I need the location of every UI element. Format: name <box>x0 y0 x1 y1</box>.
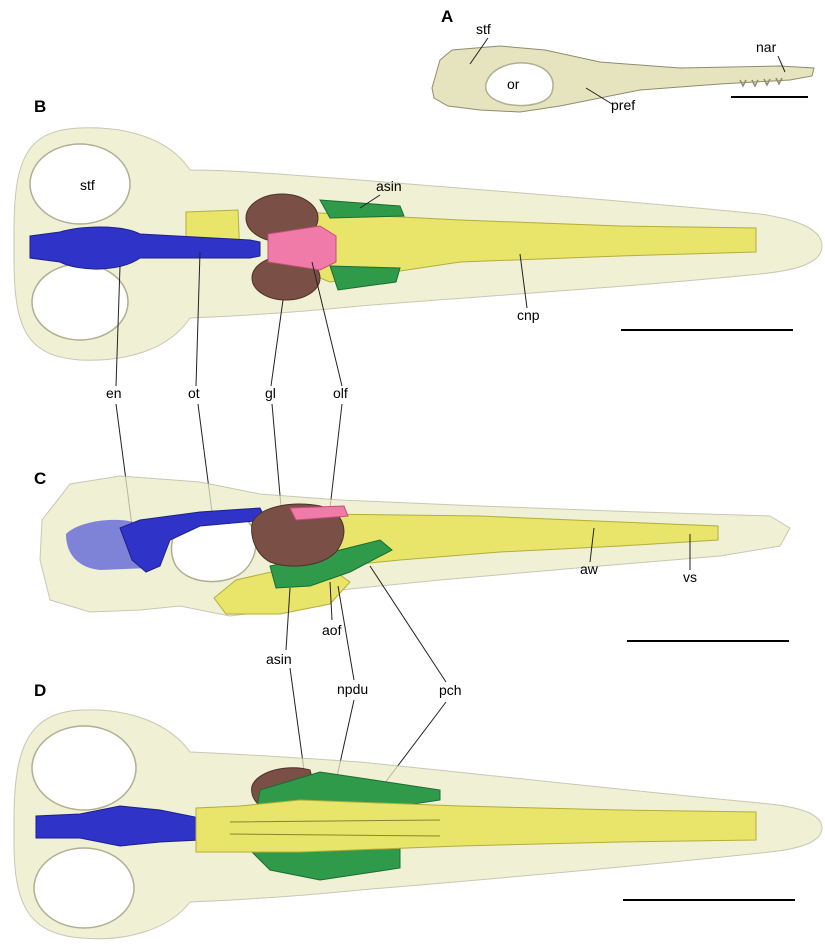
label-a-or: or <box>507 76 520 92</box>
panel-b: B stf asin cnp <box>14 97 822 360</box>
leader-olf-c <box>330 404 342 508</box>
label-a-stf: stf <box>476 21 491 37</box>
label-a-nar: nar <box>756 39 777 55</box>
label-olf: olf <box>333 385 348 401</box>
panel-d: D <box>14 681 822 939</box>
label-en: en <box>106 385 122 401</box>
panel-c-letter: C <box>34 469 46 488</box>
label-b-stf: stf <box>80 177 95 193</box>
label-b-asin: asin <box>376 178 402 194</box>
label-gl: gl <box>265 385 276 401</box>
label-c-aof: aof <box>322 622 342 638</box>
panel-a-letter: A <box>441 7 453 26</box>
panel-a: A stf or pref nar <box>432 7 814 113</box>
label-ot: ot <box>188 385 200 401</box>
label-a-pref: pref <box>611 97 635 113</box>
label-b-cnp: cnp <box>517 307 540 323</box>
leader-asin-d <box>290 668 304 770</box>
label-npdu: npdu <box>337 681 368 697</box>
label-pch: pch <box>439 682 462 698</box>
label-c-aw: aw <box>580 561 599 577</box>
label-asin: asin <box>266 651 292 667</box>
panel-b-letter: B <box>34 97 46 116</box>
panel-d-stf-left <box>32 726 136 810</box>
panel-c: C aw vs aof <box>34 469 790 641</box>
panel-d-stf-right <box>34 848 134 928</box>
panel-d-letter: D <box>34 681 46 700</box>
panel-b-olfactory-tract <box>268 226 336 270</box>
panel-b-stf-right <box>32 264 128 340</box>
label-c-vs: vs <box>683 569 697 585</box>
